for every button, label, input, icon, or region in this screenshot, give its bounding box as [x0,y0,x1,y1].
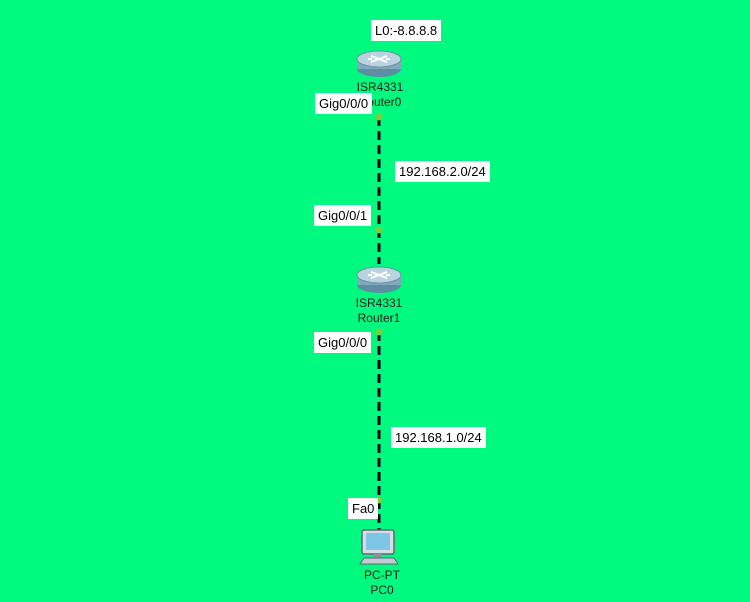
loopback-label: L0:-8.8.8.8 [371,20,442,41]
port-label-router1-gig000: Gig0/0/0 [314,332,372,353]
network-label-link2: 192.168.1.0/24 [391,427,486,448]
port-light-router1-gig001 [375,226,383,234]
port-light-router1-gig000 [375,328,383,336]
port-label-router0-gig000: Gig0/0/0 [315,93,373,114]
router1-name-label: Router1 [357,311,401,325]
pc0-model-label: PC-PT [364,568,400,582]
port-light-router0-gig000 [375,113,383,121]
port-label-router1-gig001: Gig0/0/1 [314,205,372,226]
router1-model-label: ISR4331 [355,296,403,310]
pc-icon[interactable] [359,529,399,565]
router-icon[interactable] [356,50,402,77]
pc0-name-label: PC0 [370,583,394,597]
network-label-link1: 192.168.2.0/24 [395,161,490,182]
router0-model-label: ISR4331 [356,80,404,94]
port-label-pc0-fa0: Fa0 [348,498,379,519]
router-icon[interactable] [356,266,402,293]
